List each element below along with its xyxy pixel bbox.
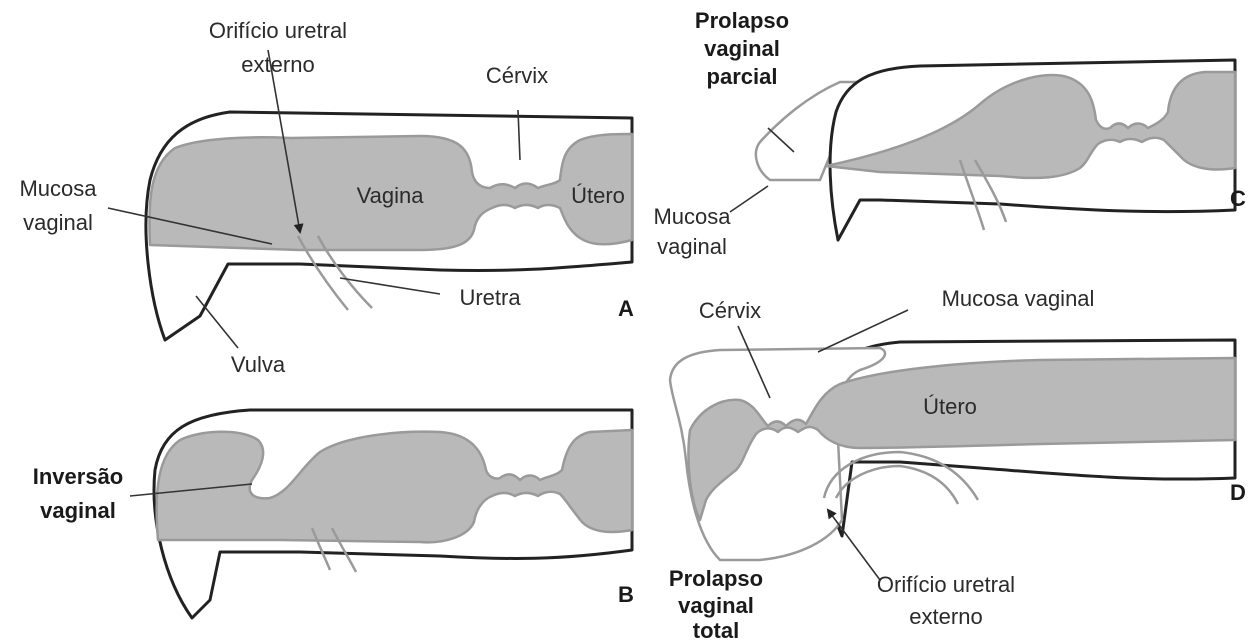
panel-c-letter: C: [1230, 186, 1246, 211]
panel-a-cervix-label: Cérvix: [486, 63, 548, 88]
panel-a-utero-label: Útero: [571, 183, 625, 208]
panel-d-letter: D: [1230, 480, 1246, 505]
panel-a-vulva-label: Vulva: [231, 352, 286, 377]
panel-a-mucosa-label-1: Mucosa: [19, 176, 97, 201]
panel-d-prolapso-label-2: vaginal: [678, 593, 754, 618]
panel-b-inversao-label-1: Inversão: [33, 464, 124, 489]
panel-b: Inversão vaginal B: [33, 410, 634, 618]
panel-c-prolapso-label-1: Prolapso: [695, 8, 789, 33]
panel-c-mucosa-label-2: vaginal: [657, 234, 727, 259]
panel-c-prolapso-label-2: vaginal: [704, 36, 780, 61]
panel-b-inversao-label-2: vaginal: [40, 498, 116, 523]
panel-d-urethra-inner: [836, 466, 958, 504]
panel-a-vagina-label: Vagina: [357, 183, 425, 208]
panel-d-orificio-label-2: externo: [909, 604, 982, 629]
panel-d: Cérvix Mucosa vaginal Útero Prolapso vag…: [669, 286, 1246, 641]
panel-a-mucosa-label-2: vaginal: [23, 210, 93, 235]
panel-a-letter: A: [618, 296, 634, 321]
panel-d-utero-label: Útero: [923, 394, 977, 419]
panel-c-mucosa-leader: [730, 186, 768, 212]
panel-a-uretra-leader: [340, 278, 440, 294]
panel-a: Orifício uretral externo Cérvix Mucosa v…: [19, 18, 634, 377]
panel-c-mucosa-label-1: Mucosa: [653, 204, 731, 229]
panel-a-uretra-label: Uretra: [459, 285, 521, 310]
panel-a-vulva-leader: [196, 296, 238, 348]
panel-d-mucosa-label: Mucosa vaginal: [942, 286, 1095, 311]
panel-d-prolapso-label-1: Prolapso: [669, 566, 763, 591]
panel-d-cervix-label: Cérvix: [699, 298, 761, 323]
panel-b-letter: B: [618, 582, 634, 607]
panel-d-orificio-label-1: Orifício uretral: [877, 572, 1015, 597]
panel-d-orificio-arrow: [828, 510, 880, 580]
panel-d-prolapso-label-3: total: [693, 618, 739, 641]
panel-a-orificio-label-2: externo: [241, 52, 314, 77]
panel-a-orificio-label-1: Orifício uretral: [209, 18, 347, 43]
panel-c-prolapso-label-3: parcial: [707, 64, 778, 89]
panel-c: Prolapso vaginal parcial Mucosa vaginal …: [653, 8, 1246, 259]
